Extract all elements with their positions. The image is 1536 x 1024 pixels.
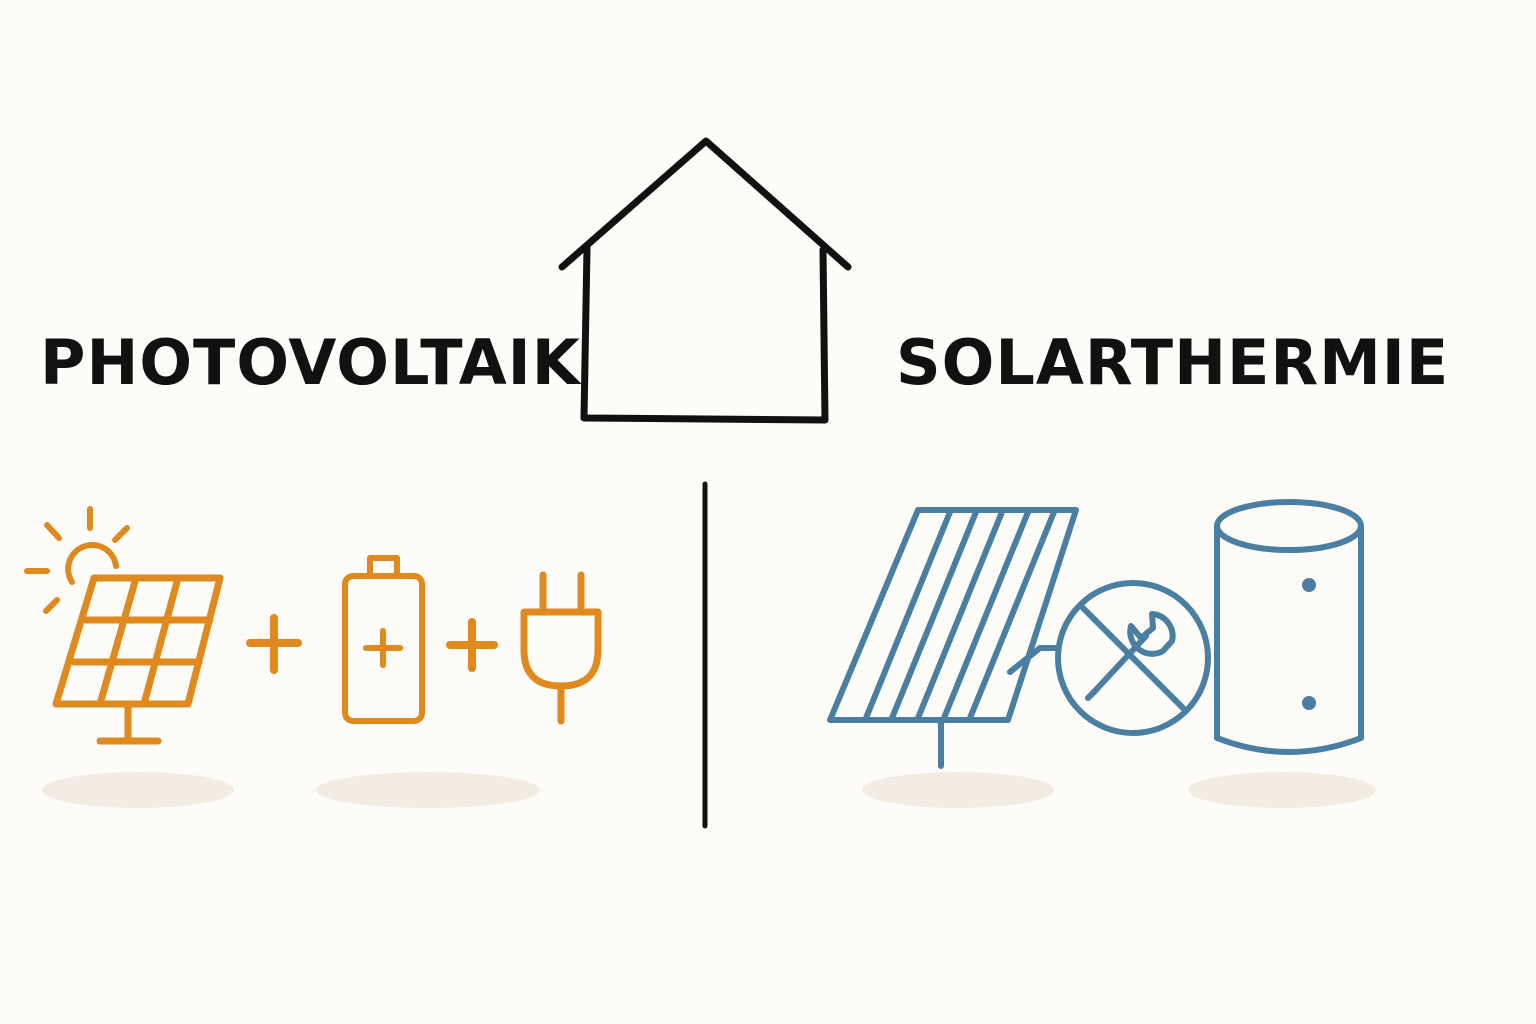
shadow-left-2	[316, 772, 540, 808]
plus-icon	[246, 614, 302, 674]
label-photovoltaik: PHOTOVOLTAIK	[40, 326, 581, 399]
service-wrench-icon	[1055, 580, 1211, 736]
plus-icon	[446, 618, 498, 672]
shadow-left-1	[42, 772, 234, 808]
shadow-right-1	[862, 772, 1054, 808]
hot-water-tank-icon	[1214, 499, 1364, 755]
shadow-right-2	[1188, 772, 1376, 808]
sun-icon	[24, 506, 130, 614]
solar-collector-icon	[827, 507, 1079, 769]
power-plug-icon	[520, 571, 602, 725]
label-solarthermie: SOLARTHERMIE	[896, 326, 1450, 399]
house-outline-icon	[558, 137, 852, 424]
battery-icon	[342, 555, 425, 724]
solar-panel-icon	[52, 574, 224, 745]
